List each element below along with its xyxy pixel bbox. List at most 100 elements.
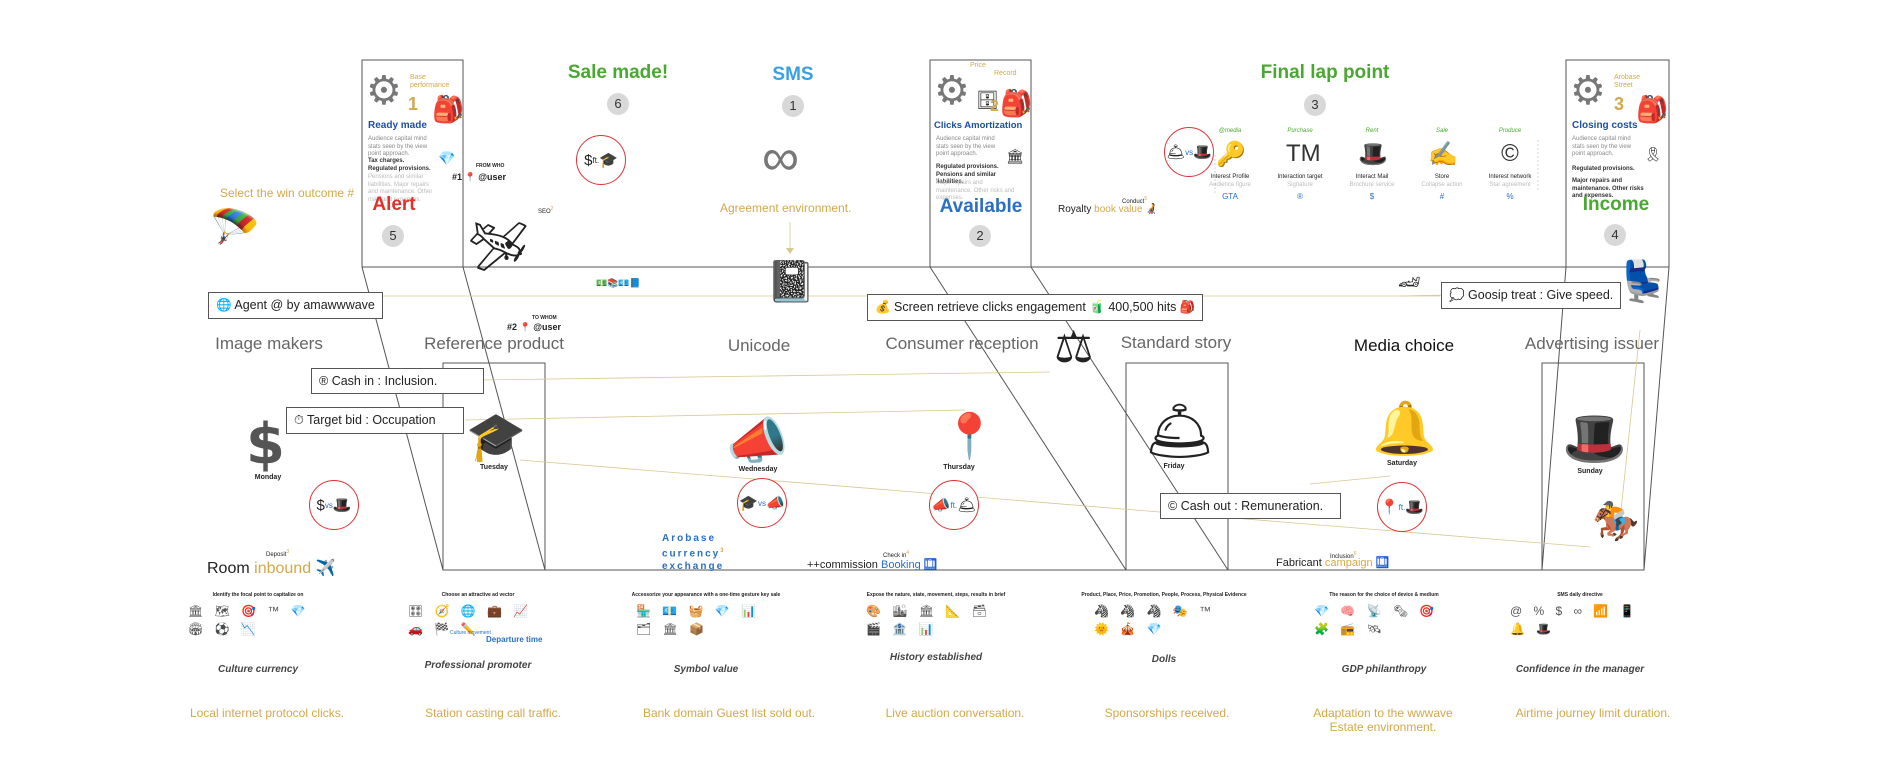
column-title-reference-product: Reference product bbox=[424, 334, 564, 353]
caption-text: Bank domain Guest list sold out. bbox=[642, 706, 816, 720]
deposit-circle: $vs🎩 bbox=[309, 480, 359, 530]
day-thursday: Thursday bbox=[943, 464, 975, 471]
card-ready-label1: Base bbox=[410, 74, 426, 81]
strip-icon: 🔑 bbox=[1216, 141, 1246, 168]
goosip-tag[interactable]: 💭 Goosip treat : Give speed. bbox=[1441, 282, 1622, 309]
caption-text: Station casting call traffic. bbox=[425, 706, 561, 720]
user1-num: #1 bbox=[452, 172, 463, 182]
stage-badge-sale: 6 bbox=[607, 93, 629, 115]
thumbnail-illustration: 💎 🧠 📡 🗞 🎯 🧩 📻 🛰 bbox=[1314, 604, 1439, 636]
bell-icon: 🛎 bbox=[1144, 399, 1216, 462]
strip-top-label: Rent bbox=[1365, 128, 1379, 134]
backpack-icon: 🎒 bbox=[1000, 88, 1033, 118]
day-wednesday: Wednesday bbox=[738, 466, 778, 473]
card-clicks-num: 2 bbox=[990, 98, 999, 115]
caption-text: Sponsorships received. bbox=[1104, 706, 1230, 720]
strip-icon: © bbox=[1501, 140, 1519, 167]
golden-bell-icon: 🔔 bbox=[1372, 400, 1437, 458]
arobase-word: Arobase bbox=[662, 533, 717, 544]
money-bags-icon: 💵📚💶📘 bbox=[596, 278, 641, 288]
card-closing-bold2: Major repairs and maintenance. Other ris… bbox=[1572, 178, 1644, 199]
thumbnail-heading: SMS daily directive bbox=[1557, 592, 1603, 598]
day-tuesday: Tuesday bbox=[480, 464, 508, 471]
commission-label: ++commission Booking 🛄 bbox=[807, 559, 938, 571]
racecar-icon: 🏎 bbox=[1398, 272, 1421, 292]
strip-top-label: Purchase bbox=[1287, 128, 1313, 134]
stage-title-final: Final lap point bbox=[1260, 62, 1390, 83]
day-monday: Monday bbox=[254, 474, 282, 481]
strip-label: Store bbox=[1434, 174, 1450, 180]
thumbnail-title: GDP philanthropy bbox=[1341, 664, 1427, 675]
dollar-icon: $ bbox=[246, 412, 285, 477]
megaphone-icon: 📣 bbox=[726, 413, 789, 469]
deposit-label: Deposit3 bbox=[266, 549, 290, 558]
backpack-icon: 🎒 bbox=[432, 94, 465, 124]
card-ready-bold: Tax charges. Regulated provisions. bbox=[368, 158, 431, 172]
column-title-unicode: Unicode bbox=[727, 336, 791, 355]
column-title-standard-story: Standard story bbox=[1120, 333, 1232, 352]
to-whom-label: TO WHOM bbox=[532, 315, 557, 321]
strip-top-label: @media bbox=[1218, 128, 1242, 134]
currency-word: currency3 bbox=[662, 548, 726, 560]
target-bid-tag[interactable]: ⏱ Target bid : Occupation bbox=[286, 407, 464, 434]
card-closing-costs: ⚙ Arobase Street 3 🎒 Closing costs Audie… bbox=[1568, 62, 1668, 265]
screen-tag[interactable]: 💰 Screen retrieve clicks engagement 🧃 40… bbox=[867, 294, 1204, 321]
sale-circle: $ft.🎓 bbox=[576, 135, 626, 185]
strip-bottom-label: $ bbox=[1369, 192, 1375, 201]
pushpin-icon: 📍 bbox=[942, 412, 997, 461]
pin-icon: 📍 bbox=[519, 322, 531, 332]
strip-sub-label: Brochure service bbox=[1349, 182, 1395, 188]
caption-text: Airtime journey limit duration. bbox=[1515, 706, 1671, 720]
strip-icon: TM bbox=[1286, 140, 1321, 167]
stage-title-available: Available bbox=[939, 196, 1023, 217]
stage-badge-sms: 1 bbox=[782, 95, 804, 117]
day-friday: Friday bbox=[1163, 463, 1185, 470]
cash-in-tag[interactable]: ® Cash in : Inclusion. bbox=[311, 368, 484, 394]
inclusion-circle: 📍ft.🎩 bbox=[1377, 482, 1427, 532]
strip-sub-label: Star agreement bbox=[1489, 182, 1531, 188]
infinity-icon: ∞ bbox=[762, 129, 800, 187]
safe-icon: 🗄 bbox=[976, 90, 999, 110]
graduation-cap-icon: 🎓 bbox=[466, 411, 526, 464]
thumbnail-title: Dolls bbox=[1151, 654, 1177, 665]
strip-bottom-label: % bbox=[1506, 192, 1514, 201]
thumbnail-heading: Expose the nature, state, movement, step… bbox=[866, 592, 1006, 598]
card-clicks-amortization: ⚙ Price Record 🗄 2 🎒 Clicks Amortization… bbox=[932, 62, 1033, 265]
exchange-circle: 🎓vs📣 bbox=[737, 478, 787, 528]
thumbnail-title: Confidence in the manager bbox=[1515, 664, 1645, 675]
stage-badge-final: 3 bbox=[1304, 94, 1326, 116]
user1-handle: @user bbox=[478, 172, 507, 182]
card-closing-title: Closing costs bbox=[1572, 120, 1638, 131]
pin-icon: 📍 bbox=[464, 172, 476, 182]
thumbnail-title: Professional promoter bbox=[424, 660, 532, 671]
bank-icon: 🏛 bbox=[1006, 148, 1024, 164]
gear-icon: ⚙ bbox=[1570, 69, 1606, 113]
strip-label: Interest Profile bbox=[1210, 174, 1250, 180]
column-title-media-choice: Media choice bbox=[1353, 336, 1455, 355]
agent-tag[interactable]: 🌐 Agent @ by amawwwave bbox=[208, 292, 383, 319]
strip-sub-label: Collapse action bbox=[1421, 182, 1463, 188]
cash-out-tag[interactable]: © Cash out : Remuneration. bbox=[1160, 493, 1341, 519]
thumbnail-title: History established bbox=[889, 652, 983, 663]
card-ready-faint: Pensions and similar liabilities. Major … bbox=[368, 174, 433, 203]
strip-sub-label: Audience figure bbox=[1209, 182, 1251, 188]
arobase-label: Arobase currency3 exchange bbox=[662, 532, 726, 573]
thumbnail-illustration: 🏛 🗺 🎯 ™ 💎 🏟 ⚽ 📉 bbox=[188, 604, 310, 636]
thumbnail-heading: Accessorize your appearance with a one-t… bbox=[631, 592, 781, 598]
card-closing-bold: Regulated provisions. bbox=[1572, 166, 1635, 172]
strip-top-label: Produce bbox=[1498, 128, 1522, 134]
inclusion-label: Inclusion6 bbox=[1330, 551, 1357, 560]
culture-movement-label: Culture movement bbox=[450, 630, 491, 636]
strip-bottom-label: GTA bbox=[1222, 192, 1238, 201]
from-who-label: FROM WHO bbox=[476, 163, 505, 169]
thumbnail-heading: Product, Place, Price, Promotion, People… bbox=[1081, 592, 1247, 598]
departure-time-label: Departure time bbox=[486, 635, 543, 644]
card-closing-label2: Street bbox=[1614, 82, 1633, 89]
strip-bottom-label: ® bbox=[1297, 192, 1303, 201]
strip-label: Interaction target bbox=[1277, 174, 1323, 180]
thumbnail-heading: Choose an attractive ad vector bbox=[441, 592, 515, 598]
card-clicks-label1: Price bbox=[970, 62, 986, 69]
caption-text: Local internet protocol clicks. bbox=[189, 706, 345, 720]
